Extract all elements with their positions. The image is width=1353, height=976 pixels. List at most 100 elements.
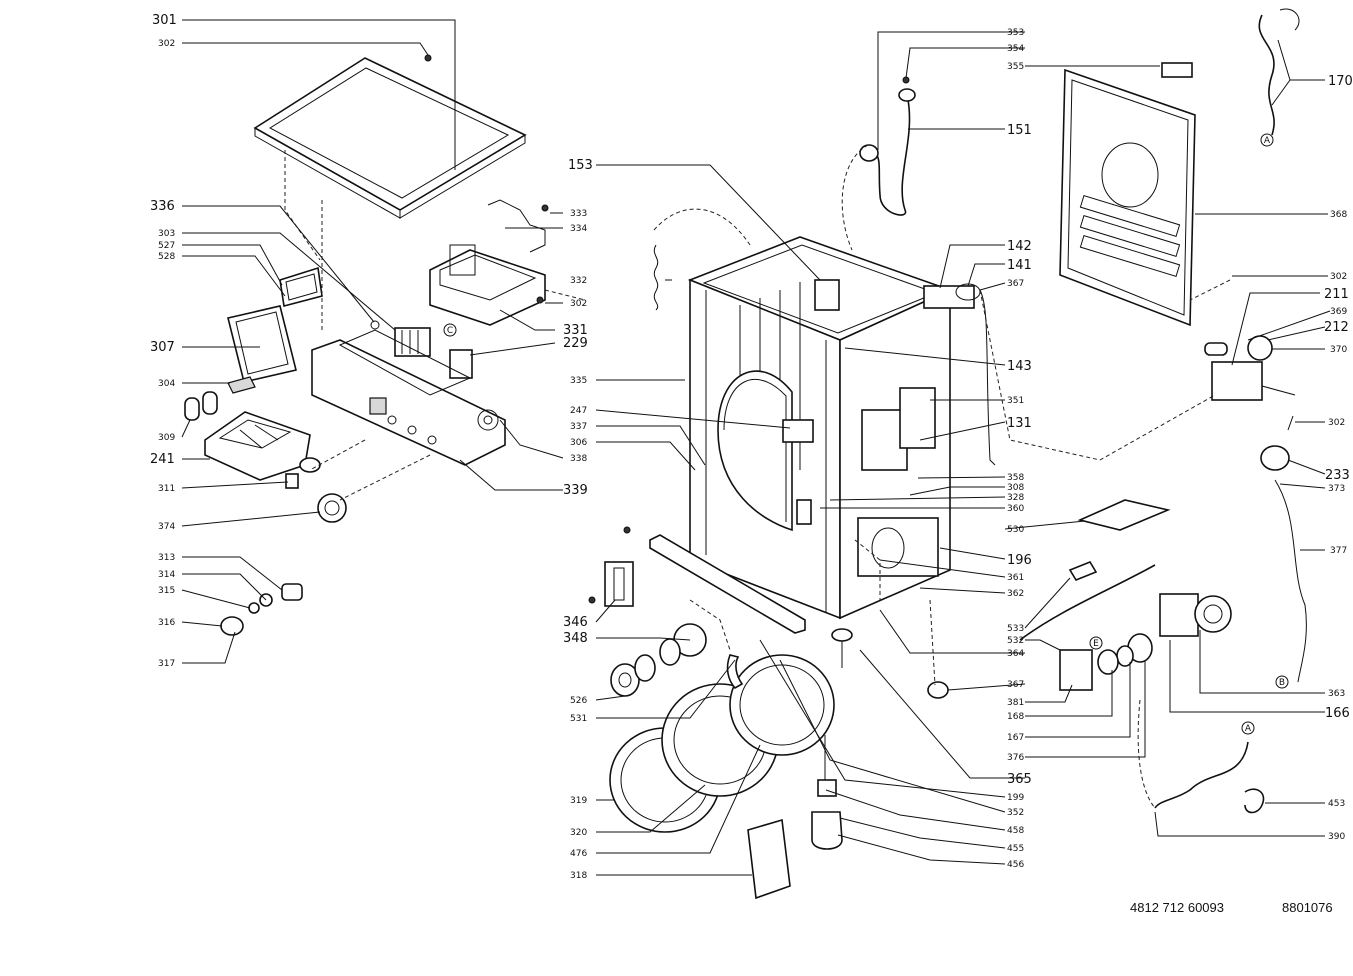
label-336: 336 <box>150 199 175 214</box>
drum-seal-parts <box>610 623 707 697</box>
label-365: 365 <box>1007 772 1032 787</box>
marker-b: B <box>1279 678 1285 688</box>
outlet-hose <box>1154 741 1265 814</box>
label-311: 311 <box>158 484 175 494</box>
label-168: 168 <box>1007 712 1024 722</box>
door-hinge <box>588 526 634 607</box>
label-319: 319 <box>570 796 587 806</box>
label-373: 373 <box>1328 484 1345 494</box>
label-352: 352 <box>1007 808 1024 818</box>
drain-pump <box>1059 593 1232 691</box>
label-170: 170 <box>1328 74 1353 89</box>
label-526: 526 <box>570 696 587 706</box>
label-302-b: 302 <box>570 299 587 309</box>
label-532: 532 <box>1007 636 1024 646</box>
label-317: 317 <box>158 659 175 669</box>
label-333: 333 <box>570 209 587 219</box>
label-339: 339 <box>563 483 588 498</box>
part-labels: 301 302 336 303 527 528 307 304 309 241 … <box>150 13 1353 881</box>
detergent-drawer <box>184 376 311 481</box>
label-355: 355 <box>1007 62 1024 72</box>
label-211: 211 <box>1324 287 1349 302</box>
water-valve <box>923 283 996 466</box>
knob-parts <box>220 457 347 636</box>
label-229: 229 <box>563 336 588 351</box>
label-314: 314 <box>158 570 175 580</box>
label-166: 166 <box>1325 706 1350 721</box>
inlet-hose <box>859 76 916 216</box>
label-530: 530 <box>1007 525 1024 535</box>
label-142: 142 <box>1007 239 1032 254</box>
label-453: 453 <box>1328 799 1345 809</box>
label-308: 308 <box>1007 483 1024 493</box>
control-module <box>429 199 549 326</box>
label-361: 361 <box>1007 573 1024 583</box>
base-pad <box>1077 499 1171 531</box>
label-328: 328 <box>1007 493 1024 503</box>
label-364: 364 <box>1007 649 1024 659</box>
label-353: 353 <box>1007 28 1024 38</box>
door-lock <box>811 735 843 850</box>
marker-a-bottom: A <box>1245 724 1252 734</box>
indicator-frame <box>279 266 323 307</box>
label-531: 531 <box>570 714 587 724</box>
label-362: 362 <box>1007 589 1024 599</box>
label-247: 247 <box>570 406 587 416</box>
label-381: 381 <box>1007 698 1024 708</box>
label-307: 307 <box>150 340 175 355</box>
label-212: 212 <box>1324 320 1349 335</box>
label-374: 374 <box>158 522 175 532</box>
bottom-rail <box>649 534 806 634</box>
label-241: 241 <box>150 452 175 467</box>
label-318: 318 <box>570 871 587 881</box>
label-301: 301 <box>152 13 177 28</box>
label-199: 199 <box>1007 793 1024 803</box>
marker-c: C <box>447 326 453 336</box>
label-334: 334 <box>570 224 587 234</box>
label-337: 337 <box>570 422 587 432</box>
label-304: 304 <box>158 379 175 389</box>
label-390: 390 <box>1328 832 1345 842</box>
label-527: 527 <box>158 241 175 251</box>
label-151: 151 <box>1007 123 1032 138</box>
assembly-guides <box>284 144 1231 809</box>
label-370: 370 <box>1330 345 1347 355</box>
control-panel <box>311 329 506 466</box>
label-315: 315 <box>158 586 175 596</box>
back-panel <box>1059 68 1196 327</box>
label-369: 369 <box>1330 307 1347 317</box>
label-368: 368 <box>1330 210 1347 220</box>
cabinet-frame <box>687 236 953 620</box>
label-456: 456 <box>1007 860 1024 870</box>
pressure-switch <box>1260 415 1307 683</box>
marker-e: E <box>1093 639 1099 649</box>
label-141: 141 <box>1007 258 1032 273</box>
label-358: 358 <box>1007 473 1024 483</box>
spring <box>653 244 659 311</box>
label-153: 153 <box>568 158 593 173</box>
marker-a-top: A <box>1264 136 1271 146</box>
leader-lines <box>181 19 1331 876</box>
label-313: 313 <box>158 553 175 563</box>
label-348: 348 <box>563 631 588 646</box>
label-338: 338 <box>570 454 587 464</box>
label-233: 233 <box>1325 468 1350 483</box>
label-367: 367 <box>1007 279 1024 289</box>
label-332: 332 <box>570 276 587 286</box>
label-354: 354 <box>1007 44 1024 54</box>
reference-markers: A A B E C <box>443 133 1289 735</box>
lock-cover <box>747 818 791 900</box>
label-528: 528 <box>158 252 175 262</box>
label-367-b: 367 <box>1007 680 1024 690</box>
top-cover <box>253 54 527 219</box>
terminal-block <box>1161 62 1193 78</box>
label-309: 309 <box>158 433 175 443</box>
label-351: 351 <box>1007 396 1024 406</box>
label-346: 346 <box>563 615 588 630</box>
label-143: 143 <box>1007 359 1032 374</box>
label-458: 458 <box>1007 826 1024 836</box>
label-303: 303 <box>158 229 175 239</box>
label-302-c: 302 <box>1330 272 1347 282</box>
label-306: 306 <box>570 438 587 448</box>
